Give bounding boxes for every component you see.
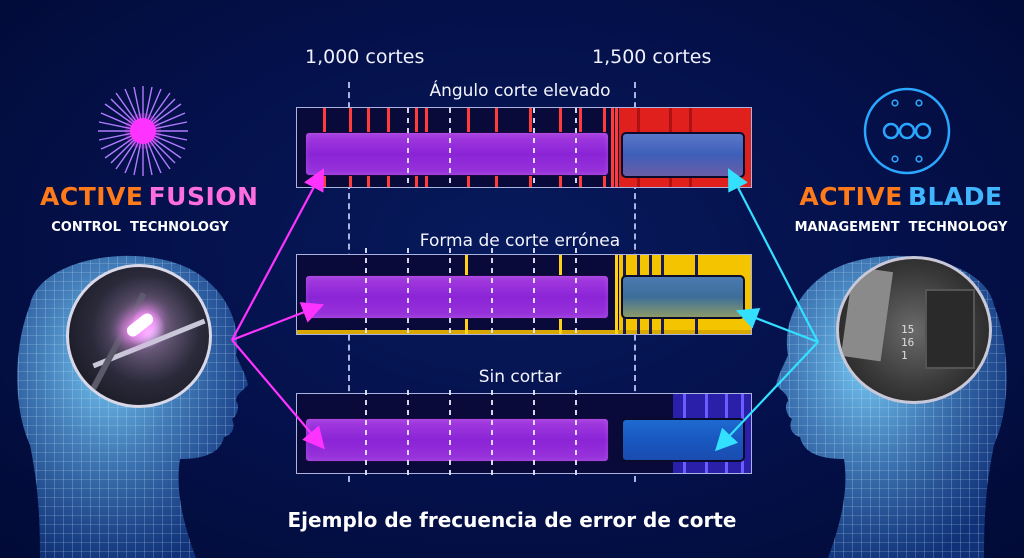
blade-disc-icon: [863, 87, 951, 175]
fusion-arc-image: [66, 264, 212, 408]
axis-marker-1000: 1,000 cortes: [305, 46, 425, 68]
brand-word-blade: BLADE: [907, 182, 1003, 211]
management-technology-label: MANAGEMENT TECHNOLOGY: [794, 220, 1008, 235]
control-technology-label: CONTROL TECHNOLOGY: [51, 220, 229, 235]
error-panel-angle: [296, 107, 752, 188]
error-zone-base: [297, 330, 751, 334]
arrow-from-angle-row: [727, 168, 819, 343]
brand-word-fusion: FUSION: [148, 182, 259, 211]
arrow-from-shape-row: [735, 308, 819, 344]
arrow-to-shape-row: [231, 302, 325, 342]
figure-caption: Ejemplo de frecuencia de error de corte: [287, 508, 737, 532]
managed-range-bar: [621, 132, 745, 178]
error-stripe: [615, 108, 618, 187]
starburst-icon: [98, 86, 188, 176]
row-label-angle: Ángulo corte elevado: [429, 81, 611, 101]
normal-range-bar: [305, 418, 609, 462]
arrow-from-uncut-row: [714, 341, 819, 452]
normal-range-bar: [305, 132, 609, 176]
error-stripe: [611, 108, 614, 187]
row-label-shape: Forma de corte errónea: [419, 231, 621, 251]
error-panel-uncut: [296, 393, 752, 474]
normal-range-bar: [305, 275, 609, 319]
arrow-to-angle-row: [231, 168, 325, 341]
active-fusion-logo: ACTIVE FUSION: [40, 182, 258, 211]
brand-word-active: ACTIVE: [40, 182, 144, 211]
error-stripe: [615, 255, 618, 334]
panel-dash-overlay: [365, 108, 577, 475]
axis-marker-1500: 1,500 cortes: [592, 46, 712, 68]
arrow-to-uncut-row: [231, 339, 325, 450]
row-label-uncut: Sin cortar: [478, 367, 562, 387]
brand-word-active: ACTIVE: [799, 182, 903, 211]
error-panel-shape: [296, 254, 752, 335]
managed-range-bar: [621, 275, 745, 319]
active-blade-logo: ACTIVE BLADE: [796, 182, 1006, 211]
